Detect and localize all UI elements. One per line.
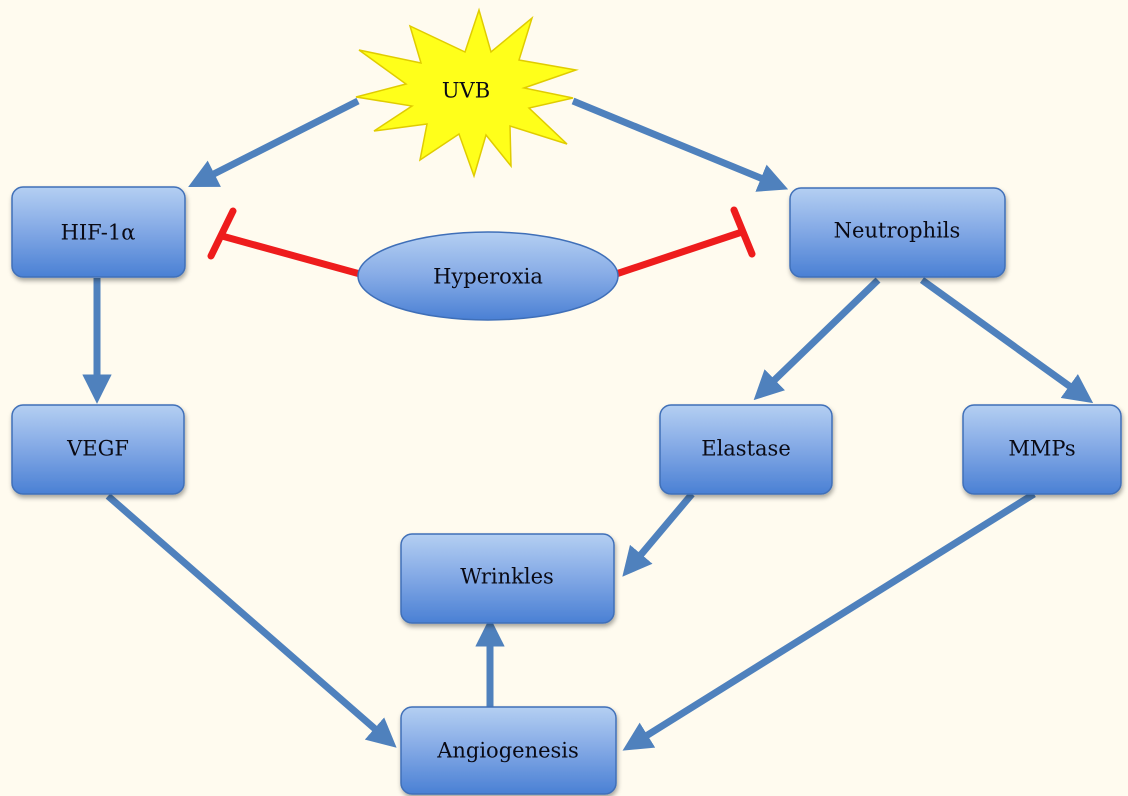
wrinkles-node: Wrinkles <box>400 533 615 624</box>
edge-mmps-to-angiogenesis <box>622 491 1036 751</box>
edge-uvb-to-neutrophils <box>571 97 789 192</box>
hif-node: HIF-1α <box>11 186 186 278</box>
edge-uvb-to-hif <box>188 97 360 187</box>
edge-neutrophils-to-elastase <box>753 277 881 401</box>
neutrophils-label: Neutrophils <box>834 219 961 243</box>
edge-neutrophils-to-mmps <box>919 277 1094 404</box>
vegf-label: VEGF <box>66 437 129 461</box>
uvb-label: UVB <box>442 79 490 103</box>
hif-label: HIF-1α <box>61 221 136 245</box>
edge-elastase-to-wrinkles <box>622 491 695 577</box>
vegf-box <box>11 404 185 495</box>
angiogenesis-node: Angiogenesis <box>400 706 617 795</box>
wrinkles-label: Wrinkles <box>460 565 554 589</box>
elastase-node: Elastase <box>659 404 833 495</box>
wrinkles-box <box>400 533 615 624</box>
edge-hyperoxia-inhibits-neutrophils <box>614 228 744 278</box>
inhibition-bar-neutrophils <box>730 206 756 258</box>
activation-edges <box>82 97 1094 751</box>
inhibition-edges <box>207 206 756 278</box>
inhibition-bar-hif <box>207 207 237 260</box>
edge-vegf-to-angiogenesis <box>105 493 397 748</box>
angiogenesis-label: Angiogenesis <box>436 739 579 763</box>
hif-box <box>11 186 186 278</box>
edge-hyperoxia-inhibits-hif <box>221 232 361 278</box>
neutrophils-node: Neutrophils <box>789 187 1006 278</box>
vegf-node: VEGF <box>11 404 185 495</box>
mmps-label: MMPs <box>1008 437 1075 461</box>
hyperoxia-ellipse <box>357 231 619 321</box>
mmps-box <box>962 404 1122 495</box>
uvb-burst-shape <box>355 7 579 179</box>
elastase-label: Elastase <box>701 437 791 461</box>
hyperoxia-label: Hyperoxia <box>433 265 543 289</box>
neutrophils-box <box>789 187 1006 278</box>
hyperoxia-node: Hyperoxia <box>357 231 619 321</box>
elastase-box <box>659 404 833 495</box>
angiogenesis-box <box>400 706 617 795</box>
uvb-burst-node: UVB <box>355 7 579 179</box>
mmps-node: MMPs <box>962 404 1122 495</box>
